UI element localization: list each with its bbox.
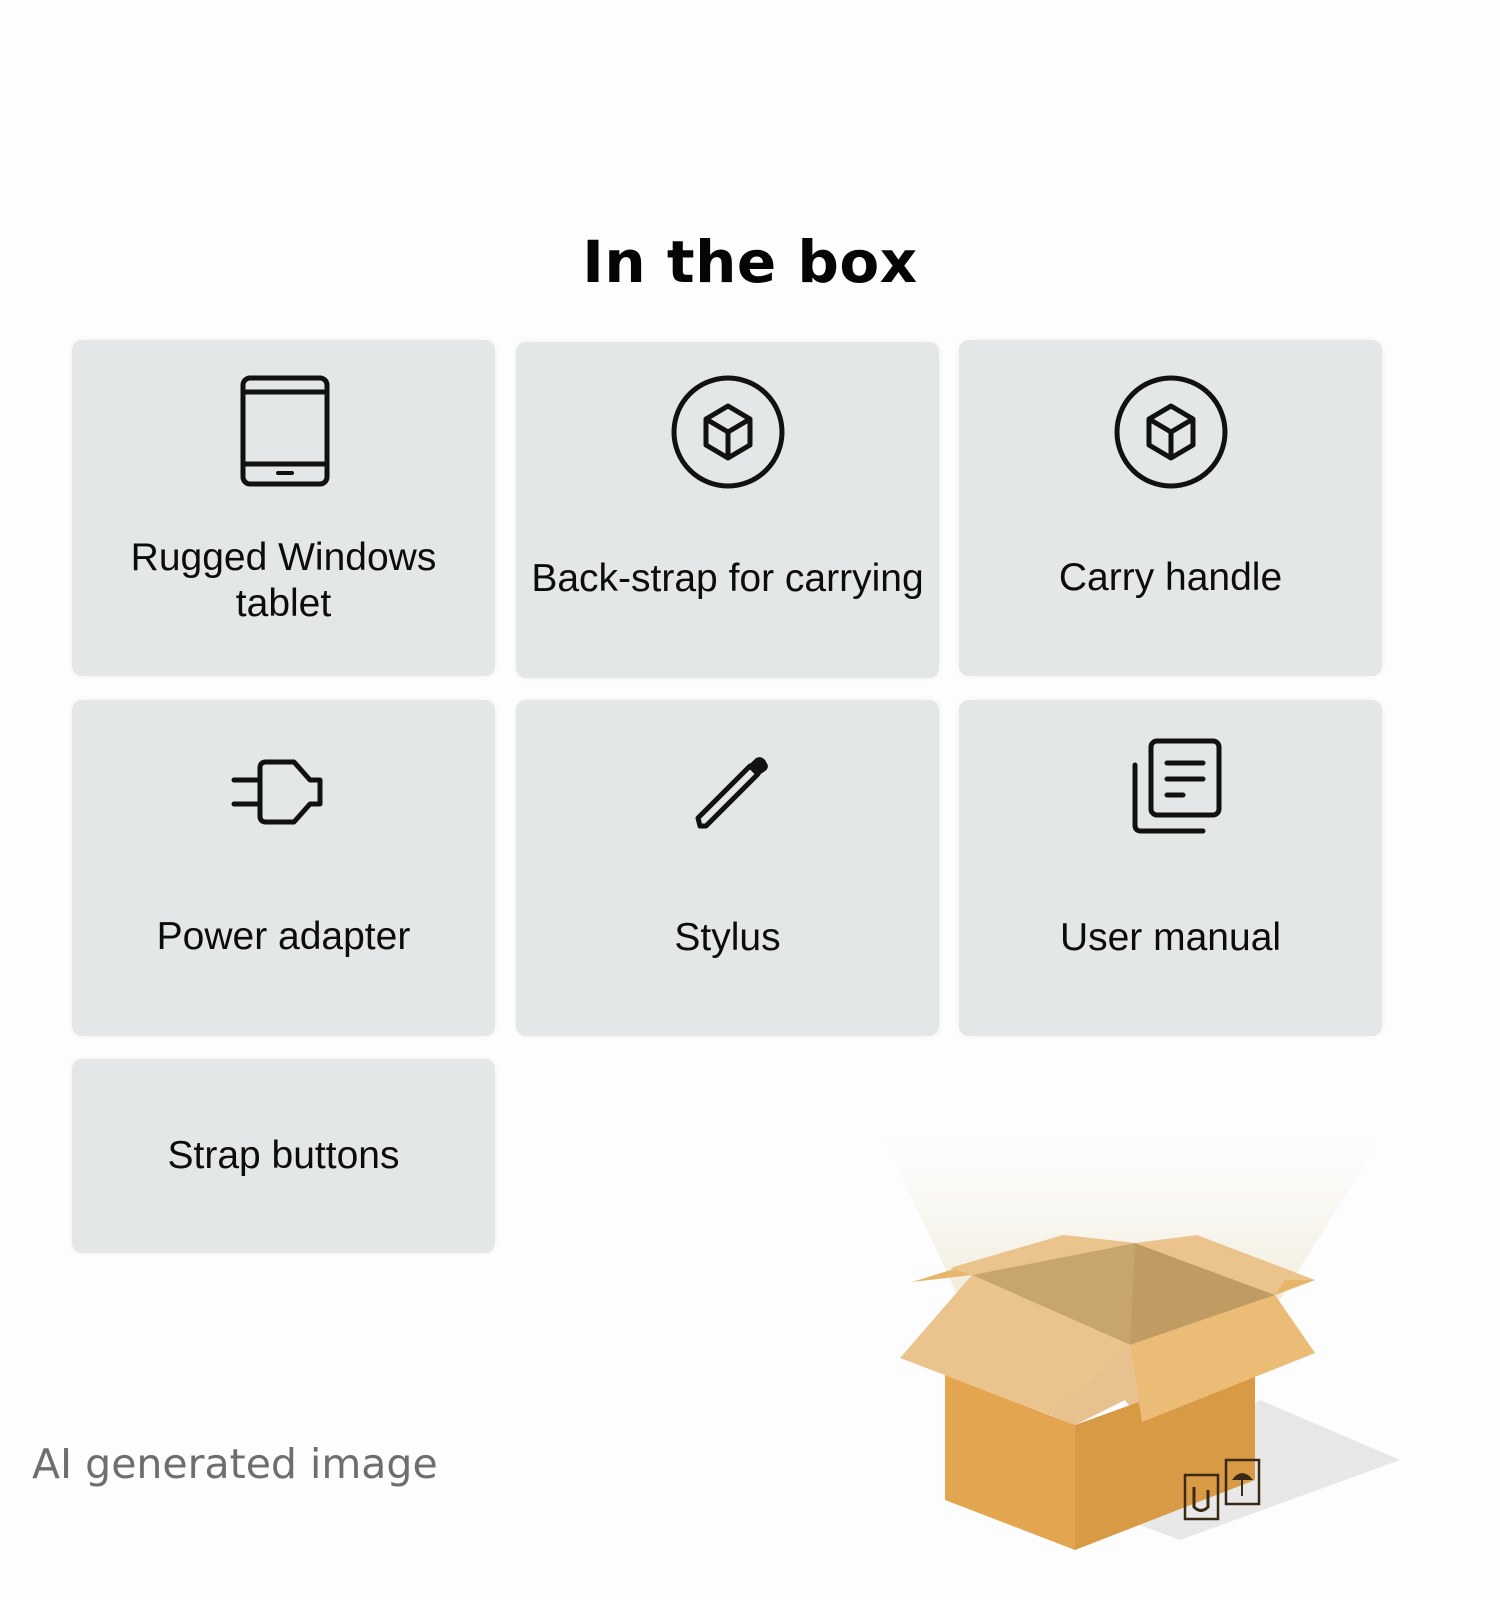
item-label-line-2: tablet — [235, 582, 332, 625]
item-label: Strap buttons — [167, 1134, 400, 1177]
item-card-user-manual: User manual — [959, 700, 1382, 1036]
item-label: Back-strap for carrying — [531, 557, 924, 600]
item-label: Carry handle — [1058, 556, 1283, 599]
item-card-power-adapter: Power adapter — [72, 700, 495, 1036]
item-card-back-strap: Back-strap for carrying — [516, 342, 939, 678]
open-box-illustration — [880, 1130, 1400, 1550]
ai-generated-watermark: AI generated image — [32, 1440, 438, 1488]
this-side-up-icon — [1183, 1473, 1220, 1521]
cube-in-circle-icon — [1114, 375, 1227, 489]
item-card-tablet: Rugged Windows tablet — [72, 340, 495, 676]
cube-in-circle-icon — [671, 375, 784, 489]
item-card-stylus: Stylus — [516, 700, 939, 1036]
item-label-line-1: Rugged Windows — [130, 536, 437, 579]
tablet-icon — [240, 375, 329, 487]
page-title: In the box — [582, 228, 918, 296]
keep-dry-umbrella-icon — [1224, 1458, 1261, 1506]
item-label: User manual — [1059, 916, 1282, 959]
item-label: Power adapter — [156, 915, 411, 958]
plug-icon — [231, 759, 322, 825]
item-card-carry-handle: Carry handle — [959, 340, 1382, 676]
item-card-strap-buttons: Strap buttons — [72, 1059, 495, 1253]
item-label: Stylus — [674, 916, 781, 959]
pen-icon — [695, 757, 768, 829]
document-stack-icon — [1132, 738, 1221, 834]
